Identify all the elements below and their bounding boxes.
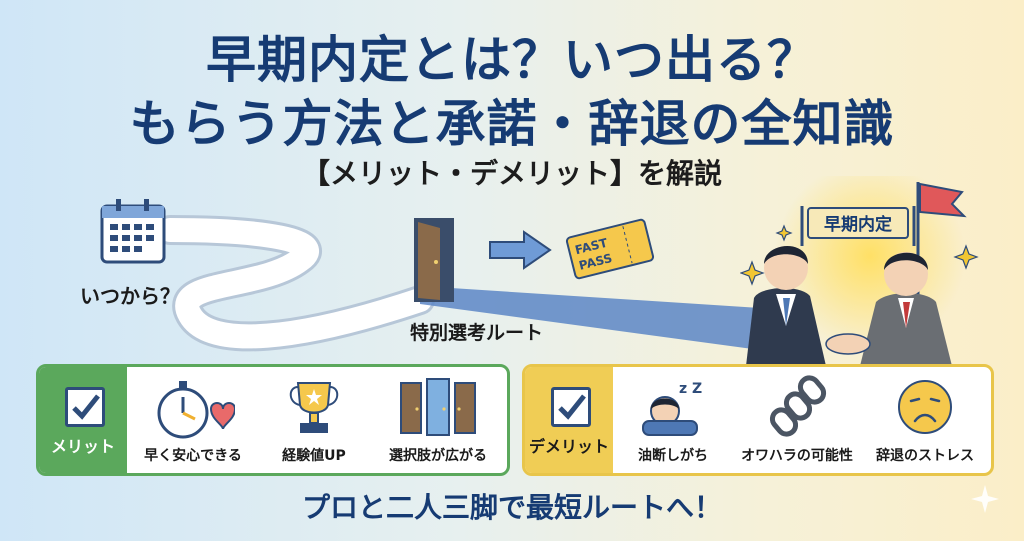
stopwatch-heart-icon	[157, 381, 235, 439]
calendar-icon	[100, 199, 166, 264]
arrow-right-icon	[489, 230, 552, 270]
handshake-scene: 早期内定	[740, 176, 979, 366]
checkbox-icon	[65, 387, 105, 427]
demerit-item: オワハラの可能性	[729, 367, 865, 473]
businessman-right	[860, 252, 952, 366]
demerit-item: 辞退のストレス	[865, 367, 985, 473]
sparkle-icon	[971, 485, 999, 513]
sleeping-person-icon: z Z	[642, 381, 702, 436]
fast-pass-ticket-icon: FAST PASS	[565, 218, 655, 280]
checkbox-icon	[551, 387, 591, 427]
sad-face-icon	[898, 380, 952, 434]
merit-caption: 早く安心できる	[144, 448, 242, 464]
banner-text: 早期内定	[824, 214, 892, 235]
merit-item: 経験値UP	[255, 367, 373, 473]
trophy-icon	[289, 382, 339, 433]
demerit-side-tab: デメリット	[525, 367, 613, 473]
merit-caption: 選択肢が広がる	[389, 448, 487, 464]
demerit-caption: 辞退のストレス	[876, 448, 974, 464]
footer-tagline: プロと二人三脚で最短ルートへ！	[301, 491, 722, 524]
sparkle-icons	[740, 224, 979, 286]
demerit-caption: 油断しがち	[638, 448, 708, 464]
page-title-line2: もらう方法と承諾・辞退の全知識	[129, 95, 895, 153]
handshake-icon	[825, 333, 871, 355]
demerit-item: z Z 油断しがち	[617, 367, 729, 473]
route-label: 特別選考ルート	[410, 322, 544, 344]
merit-label: メリット	[50, 437, 115, 456]
merit-side-tab: メリット	[39, 367, 127, 473]
demerit-caption: オワハラの可能性	[741, 448, 853, 464]
road-illustration	[155, 215, 760, 352]
page-title: 早期内定とは？いつ出る？	[206, 31, 818, 89]
banner-sign	[807, 207, 909, 239]
flag-icon	[919, 182, 967, 218]
chain-icon	[769, 375, 827, 437]
demerit-panel: デメリット z Z 油断しがち オワハラの可能性	[522, 364, 994, 476]
merit-panel: メリット 早く安心できる 経験値UP	[36, 364, 510, 476]
svg-text:z Z: z Z	[679, 381, 702, 397]
merit-item: 選択肢が広がる	[373, 367, 503, 473]
page-subtitle: 【メリット・デメリット】を解説	[301, 157, 722, 190]
demerit-label: デメリット	[528, 437, 609, 456]
doors-icon	[400, 378, 476, 436]
when-label: いつから？	[80, 284, 180, 308]
merit-caption: 経験値UP	[282, 448, 346, 464]
merit-item: 早く安心できる	[131, 367, 255, 473]
businessman-left	[746, 245, 826, 366]
door-icon	[414, 218, 454, 302]
